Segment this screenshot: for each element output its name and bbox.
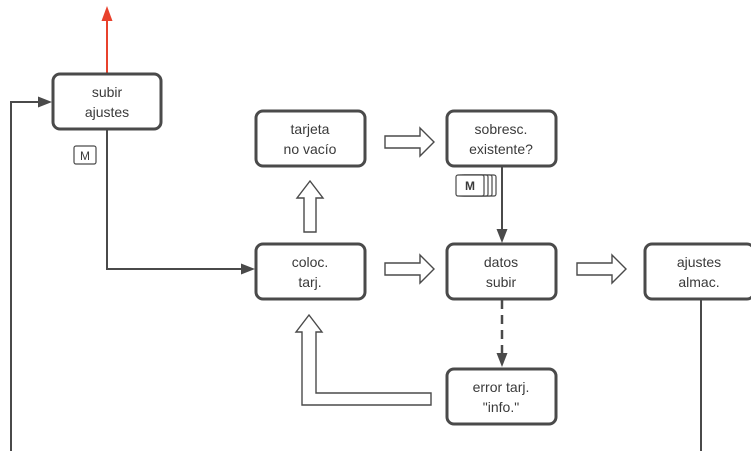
return-line-left [10, 96, 52, 451]
hollow-arrow-up-to-tarjeta [295, 179, 325, 233]
box-coloc-line1: coloc. [292, 254, 329, 270]
box-ajustes-almac: ajustes almac. [643, 242, 751, 301]
box-error-line2: "info." [483, 399, 519, 415]
box-sobresc-line1: sobresc. [475, 121, 528, 137]
box-subir-ajustes-line1: subir [92, 84, 123, 100]
box-coloc-line2: tarj. [298, 274, 321, 290]
hollow-arrow-error-to-coloc [294, 313, 432, 406]
box-almac-line2: almac. [678, 274, 719, 290]
connector-sobresc-to-datos [496, 165, 508, 243]
box-tarjeta-no-vacio: tarjeta no vacío [254, 109, 367, 168]
box-datos-subir: datos subir [445, 242, 558, 301]
box-subir-ajustes-line2: ajustes [85, 104, 129, 120]
m-key-icon: M [73, 145, 97, 165]
box-sobresc-existente: sobresc. existente? [445, 109, 558, 168]
m-key-multi-label: M [465, 179, 475, 193]
connector-datos-to-error [496, 300, 508, 367]
hollow-arrow-right-to-almac [576, 253, 627, 285]
hollow-arrow-right-to-datos [384, 253, 435, 285]
box-tarjeta-line2: no vacío [284, 141, 337, 157]
connector-subir-to-coloc [106, 130, 255, 275]
exit-up-arrow [101, 6, 113, 73]
box-error-line1: error tarj. [473, 379, 530, 395]
box-subir-ajustes: subir ajustes [51, 72, 163, 131]
box-tarjeta-line1: tarjeta [291, 121, 330, 137]
box-datos-line1: datos [484, 254, 518, 270]
box-error-tarj-info: error tarj. "info." [445, 367, 558, 426]
m-key-multiple-icon: M [455, 174, 497, 197]
box-coloc-tarj: coloc. tarj. [254, 242, 367, 301]
m-key-label: M [80, 149, 90, 163]
box-sobresc-line2: existente? [469, 141, 533, 157]
hollow-arrow-right-to-sobresc [384, 126, 435, 158]
box-datos-line2: subir [486, 274, 517, 290]
box-almac-line1: ajustes [677, 254, 721, 270]
